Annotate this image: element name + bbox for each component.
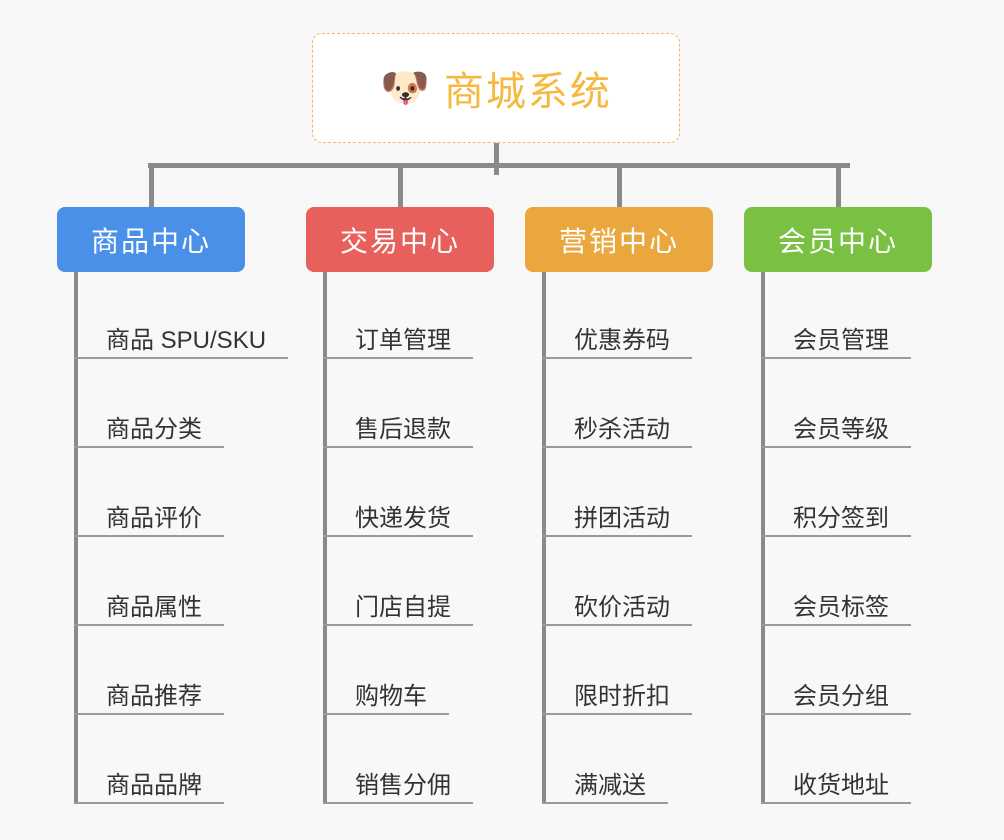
column-spine-4 [761, 272, 765, 804]
leaf-item-label: 商品 SPU/SKU [106, 326, 267, 354]
trunk-connector [494, 143, 499, 175]
drop-connector-1 [149, 163, 154, 207]
leaf-item[interactable]: 满减送 [542, 738, 668, 804]
leaf-item[interactable]: 销售分佣 [323, 738, 473, 804]
leaf-item-label: 积分签到 [793, 504, 889, 532]
leaf-item-label: 销售分佣 [355, 771, 451, 799]
leaf-item[interactable]: 优惠券码 [542, 293, 692, 359]
leaf-item[interactable]: 商品推荐 [74, 649, 224, 715]
leaf-item-label: 秒杀活动 [574, 415, 670, 443]
category-header-label: 会员中心 [777, 225, 898, 257]
leaf-item-label: 商品推荐 [106, 682, 202, 710]
category-header-label: 商品中心 [90, 225, 211, 257]
category-header-4[interactable]: 会员中心 [744, 207, 932, 272]
drop-connector-2 [398, 163, 403, 207]
leaf-item[interactable]: 门店自提 [323, 560, 473, 626]
leaf-item[interactable]: 订单管理 [323, 293, 473, 359]
drop-connector-3 [617, 163, 622, 207]
leaf-item[interactable]: 限时折扣 [542, 649, 692, 715]
column-spine-2 [323, 272, 327, 804]
leaf-item-label: 满减送 [574, 771, 646, 799]
leaf-item[interactable]: 购物车 [323, 649, 449, 715]
leaf-item[interactable]: 收货地址 [761, 738, 911, 804]
leaf-item-label: 拼团活动 [574, 504, 670, 532]
leaf-item-label: 快递发货 [355, 504, 451, 532]
leaf-item[interactable]: 会员分组 [761, 649, 911, 715]
leaf-item[interactable]: 商品属性 [74, 560, 224, 626]
leaf-item-label: 收货地址 [793, 771, 889, 799]
leaf-item-label: 会员分组 [793, 682, 889, 710]
leaf-item[interactable]: 会员标签 [761, 560, 911, 626]
leaf-item[interactable]: 售后退款 [323, 382, 473, 448]
category-header-2[interactable]: 交易中心 [306, 207, 494, 272]
shiba-dog-face-icon: 🐶 [380, 66, 430, 110]
leaf-item[interactable]: 商品评价 [74, 471, 224, 537]
leaf-item-label: 优惠券码 [574, 326, 670, 354]
leaf-item[interactable]: 秒杀活动 [542, 382, 692, 448]
leaf-item[interactable]: 砍价活动 [542, 560, 692, 626]
root-node[interactable]: 🐶 商城系统 [312, 33, 680, 143]
leaf-item-label: 会员管理 [793, 326, 889, 354]
leaf-item-label: 订单管理 [355, 326, 451, 354]
leaf-item[interactable]: 商品分类 [74, 382, 224, 448]
category-header-3[interactable]: 营销中心 [525, 207, 713, 272]
leaf-item[interactable]: 商品 SPU/SKU [74, 293, 289, 359]
drop-connector-4 [836, 163, 841, 207]
leaf-item-label: 商品分类 [106, 415, 202, 443]
leaf-item-label: 商品品牌 [106, 771, 202, 799]
leaf-item-label: 会员等级 [793, 415, 889, 443]
leaf-item-label: 售后退款 [355, 415, 451, 443]
leaf-item-label: 门店自提 [355, 593, 451, 621]
bus-connector [148, 163, 850, 168]
leaf-item-label: 砍价活动 [574, 593, 670, 621]
root-title: 商城系统 [443, 70, 612, 114]
leaf-item[interactable]: 拼团活动 [542, 471, 692, 537]
leaf-item[interactable]: 会员等级 [761, 382, 911, 448]
column-spine-1 [74, 272, 78, 804]
leaf-item[interactable]: 会员管理 [761, 293, 911, 359]
leaf-item[interactable]: 快递发货 [323, 471, 473, 537]
category-header-label: 交易中心 [339, 225, 460, 257]
column-spine-3 [542, 272, 546, 804]
leaf-item-label: 购物车 [355, 682, 427, 710]
leaf-item-label: 限时折扣 [574, 682, 670, 710]
category-header-1[interactable]: 商品中心 [57, 207, 245, 272]
leaf-item-label: 会员标签 [793, 593, 889, 621]
leaf-item[interactable]: 商品品牌 [74, 738, 224, 804]
leaf-item-label: 商品评价 [106, 504, 202, 532]
leaf-item[interactable]: 积分签到 [761, 471, 911, 537]
category-header-label: 营销中心 [558, 225, 679, 257]
leaf-item-label: 商品属性 [106, 593, 202, 621]
